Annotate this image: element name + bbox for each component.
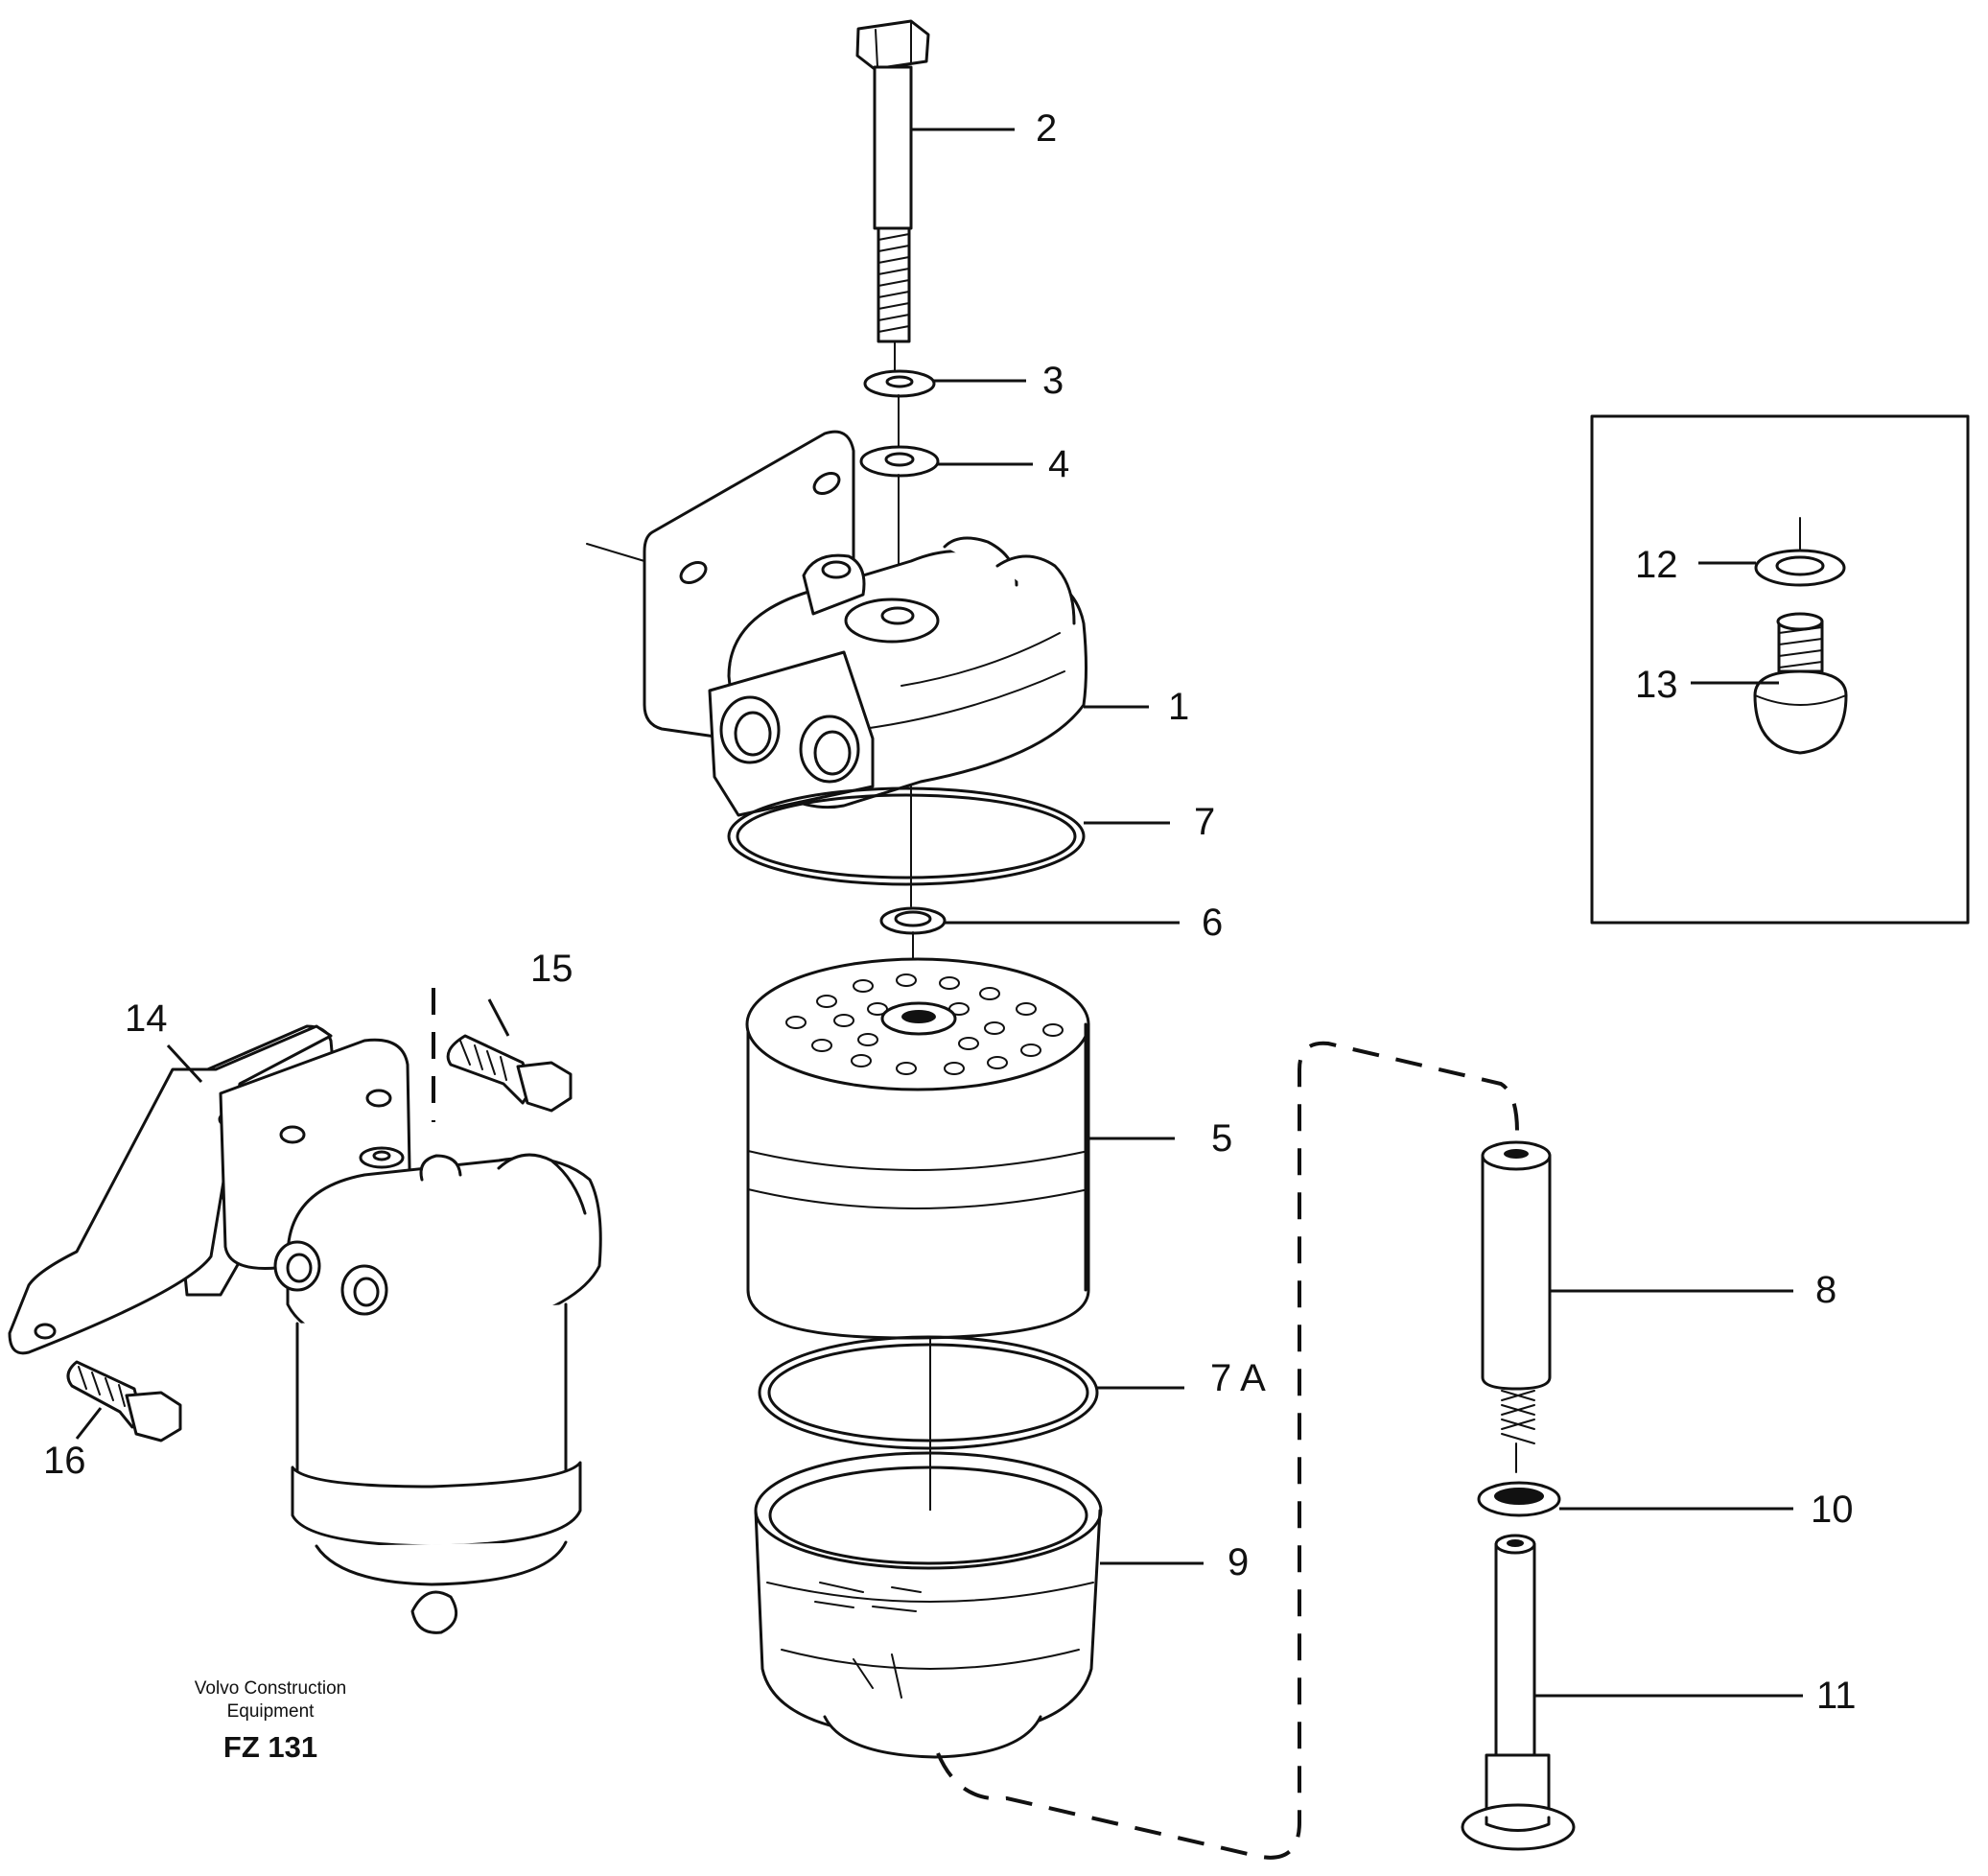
dashed-route-line [936, 1041, 1519, 1860]
figure-code: FZ 131 [223, 1730, 317, 1764]
part-2-bolt [855, 19, 930, 383]
part-7-sealing-ring [727, 786, 1086, 907]
callout-12: 12 [1635, 544, 1678, 586]
caption-line-2: Equipment [227, 1701, 316, 1722]
part-8-housing [1481, 1140, 1552, 1473]
callout-11: 11 [1816, 1675, 1857, 1717]
callout-labels: 2 3 4 1 7 6 5 7 A 9 8 10 11 12 13 14 15 … [43, 107, 1857, 1717]
part-12-washer [1754, 549, 1846, 587]
callout-10: 10 [1811, 1489, 1854, 1531]
part-4-washer [859, 445, 940, 596]
part-6-seal [879, 906, 947, 998]
callout-4: 4 [1048, 443, 1069, 485]
caption-line-1: Volvo Construction [195, 1678, 346, 1699]
callout-1: 1 [1168, 686, 1189, 728]
callout-13: 13 [1635, 664, 1678, 706]
small-filter-assembly [8, 1024, 602, 1634]
callout-6: 6 [1202, 902, 1223, 944]
inset-detail-box [1590, 414, 1970, 925]
part-9-bowl [754, 1451, 1103, 1759]
part-11-pump [1461, 1534, 1576, 1851]
callout-3: 3 [1042, 360, 1064, 402]
callout-5: 5 [1211, 1117, 1232, 1160]
callout-9: 9 [1228, 1541, 1249, 1583]
part-1-filter-head [586, 430, 1088, 817]
callout-16: 16 [43, 1440, 86, 1482]
callout-2: 2 [1036, 107, 1057, 150]
part-5-filter-cartridge [745, 957, 1090, 1340]
part-16-bolt [66, 1360, 182, 1442]
part-10-washer [1477, 1481, 1561, 1517]
part-15-bolt [446, 1034, 573, 1113]
part-3-washer [863, 369, 936, 452]
callout-7a: 7 A [1210, 1357, 1266, 1399]
callout-15: 15 [530, 948, 573, 990]
caption: Volvo Construction Equipment FZ 131 [195, 1678, 346, 1764]
callout-14: 14 [125, 997, 168, 1040]
part-13-plug [1753, 612, 1848, 755]
callout-8: 8 [1815, 1269, 1836, 1311]
callout-7: 7 [1194, 801, 1215, 843]
leader-lines [75, 128, 1803, 1698]
